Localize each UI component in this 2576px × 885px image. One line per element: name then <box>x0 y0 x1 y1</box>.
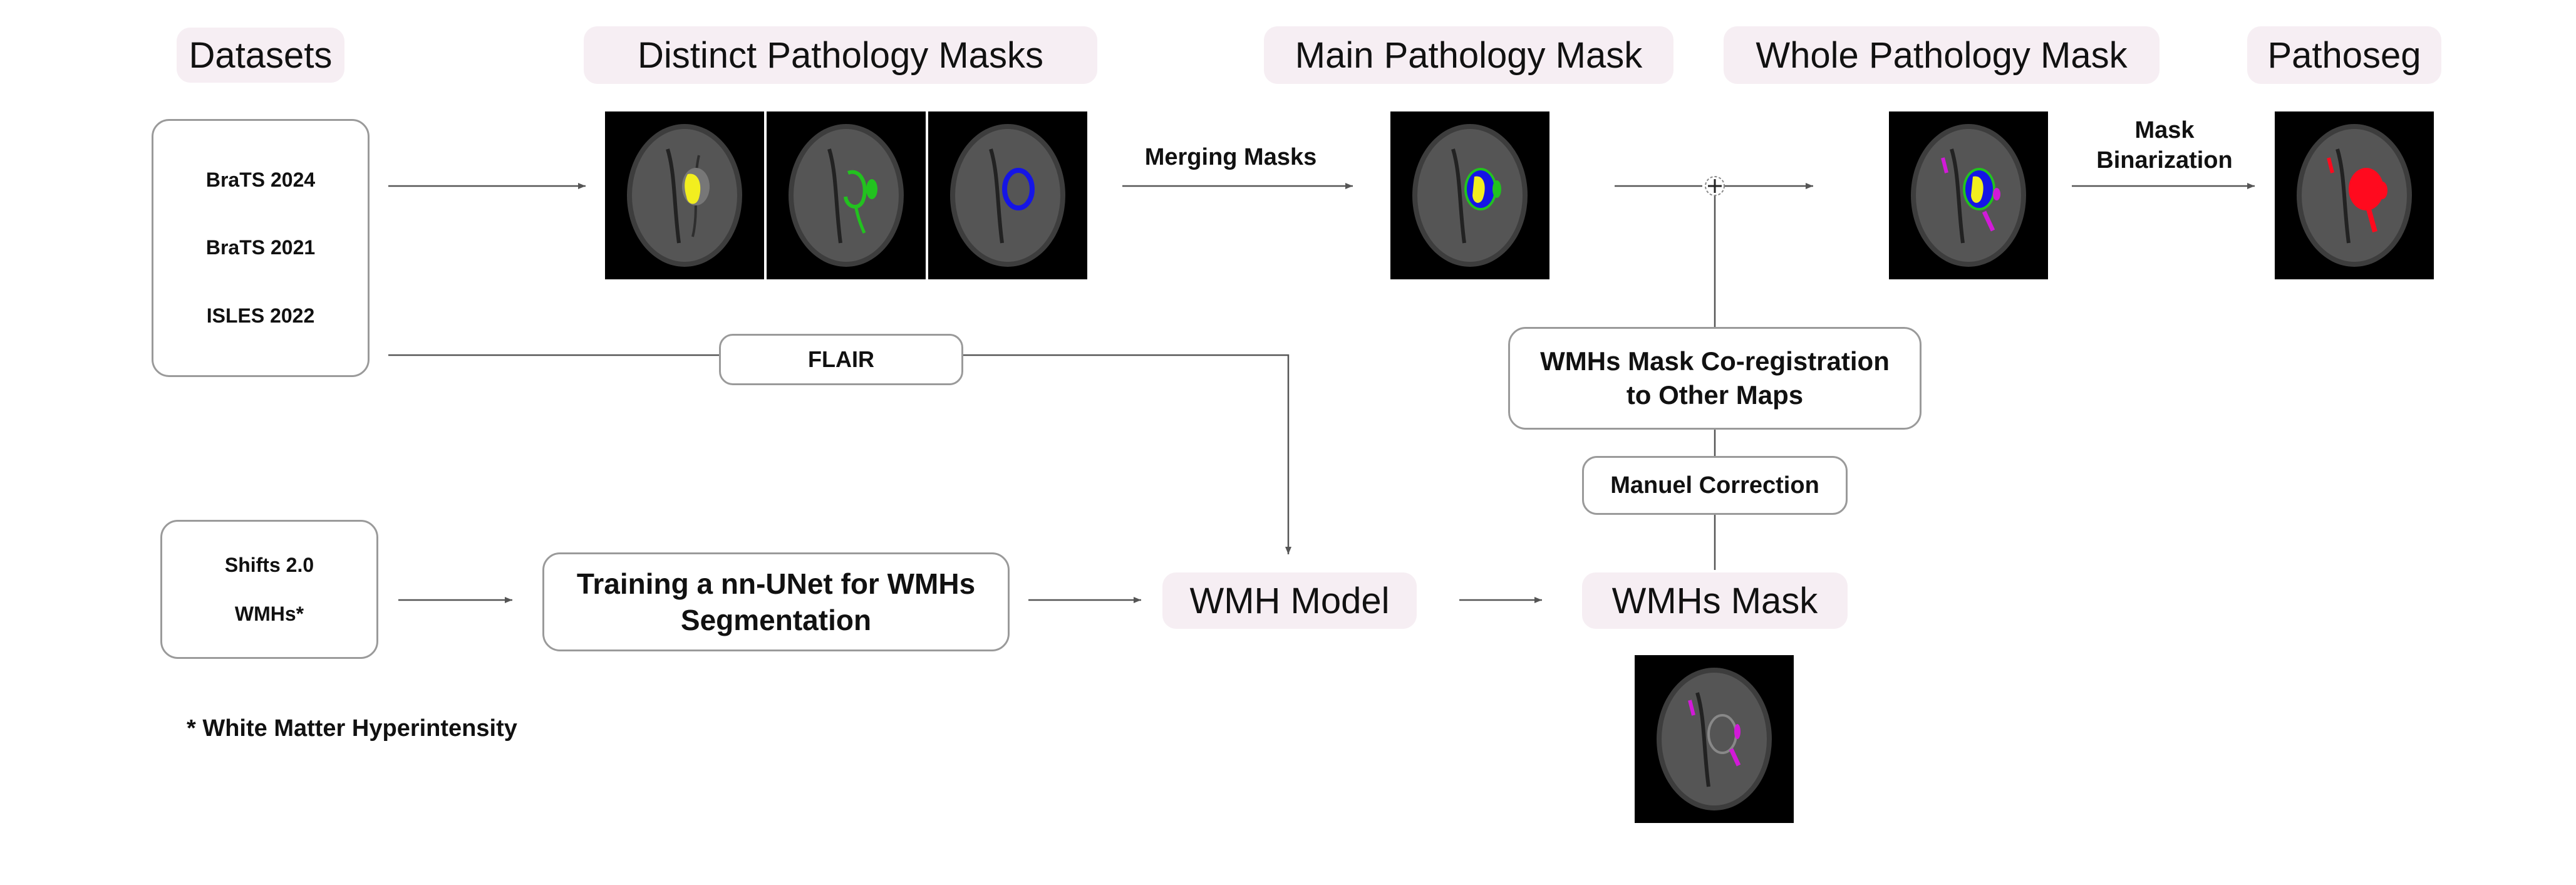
manual-correction-box: Manuel Correction <box>1582 456 1848 515</box>
dataset-shifts: Shifts 2.0 <box>224 553 314 576</box>
merging-masks-label: Merging Masks <box>1144 144 1317 170</box>
wmh-datasets-box: Shifts 2.0 WMHs* <box>160 520 378 659</box>
brain-tile-whole-mask <box>1889 111 2048 279</box>
arrow-flair-to-wmh-model <box>963 354 1291 554</box>
header-whole-pathology-mask: Whole Pathology Mask <box>1724 26 2160 84</box>
training-line-1: Training a nn-UNet for WMHs <box>576 567 976 600</box>
header-pathoseg: Pathoseg <box>2247 26 2441 84</box>
dataset-wmhs: WMHs* <box>234 602 304 625</box>
header-datasets: Datasets <box>177 28 344 83</box>
brain-tile-enhancing <box>928 111 1087 279</box>
binarization-line-2: Binarization <box>2096 147 2233 173</box>
coreg-line-2: to Other Maps <box>1626 380 1804 410</box>
footnote: * White Matter Hyperintensity <box>187 715 517 742</box>
flair-box: FLAIR <box>719 334 963 385</box>
brain-tile-edema <box>767 111 926 279</box>
brain-tile-wmhs <box>1635 655 1794 823</box>
datasets-box: BraTS 2024 BraTS 2021 ISLES 2022 <box>152 119 370 377</box>
dataset-isles-2022: ISLES 2022 <box>206 304 315 328</box>
mask-binarization-label: Mask Binarization <box>2081 115 2248 175</box>
training-box: Training a nn-UNet for WMHs Segmentation <box>542 552 1010 651</box>
dataset-brats-2024: BraTS 2024 <box>205 168 316 191</box>
dataset-brats-2021: BraTS 2021 <box>205 236 316 259</box>
brain-tile-pathoseg <box>2275 111 2434 279</box>
header-main-pathology-mask: Main Pathology Mask <box>1264 26 1673 84</box>
wmhs-mask: WMHs Mask <box>1582 572 1848 629</box>
binarization-line-1: Mask <box>2134 117 2195 143</box>
training-line-2: Segmentation <box>680 604 872 636</box>
wmh-model: WMH Model <box>1162 572 1417 629</box>
brain-tile-tumor-core <box>605 111 764 279</box>
header-distinct-pathology-masks: Distinct Pathology Masks <box>584 26 1097 84</box>
coreg-line-1: WMHs Mask Co-registration <box>1540 346 1890 376</box>
plus-node <box>1705 176 1725 196</box>
brain-tile-main-mask <box>1390 111 1549 279</box>
coregistration-box: WMHs Mask Co-registration to Other Maps <box>1508 327 1922 430</box>
